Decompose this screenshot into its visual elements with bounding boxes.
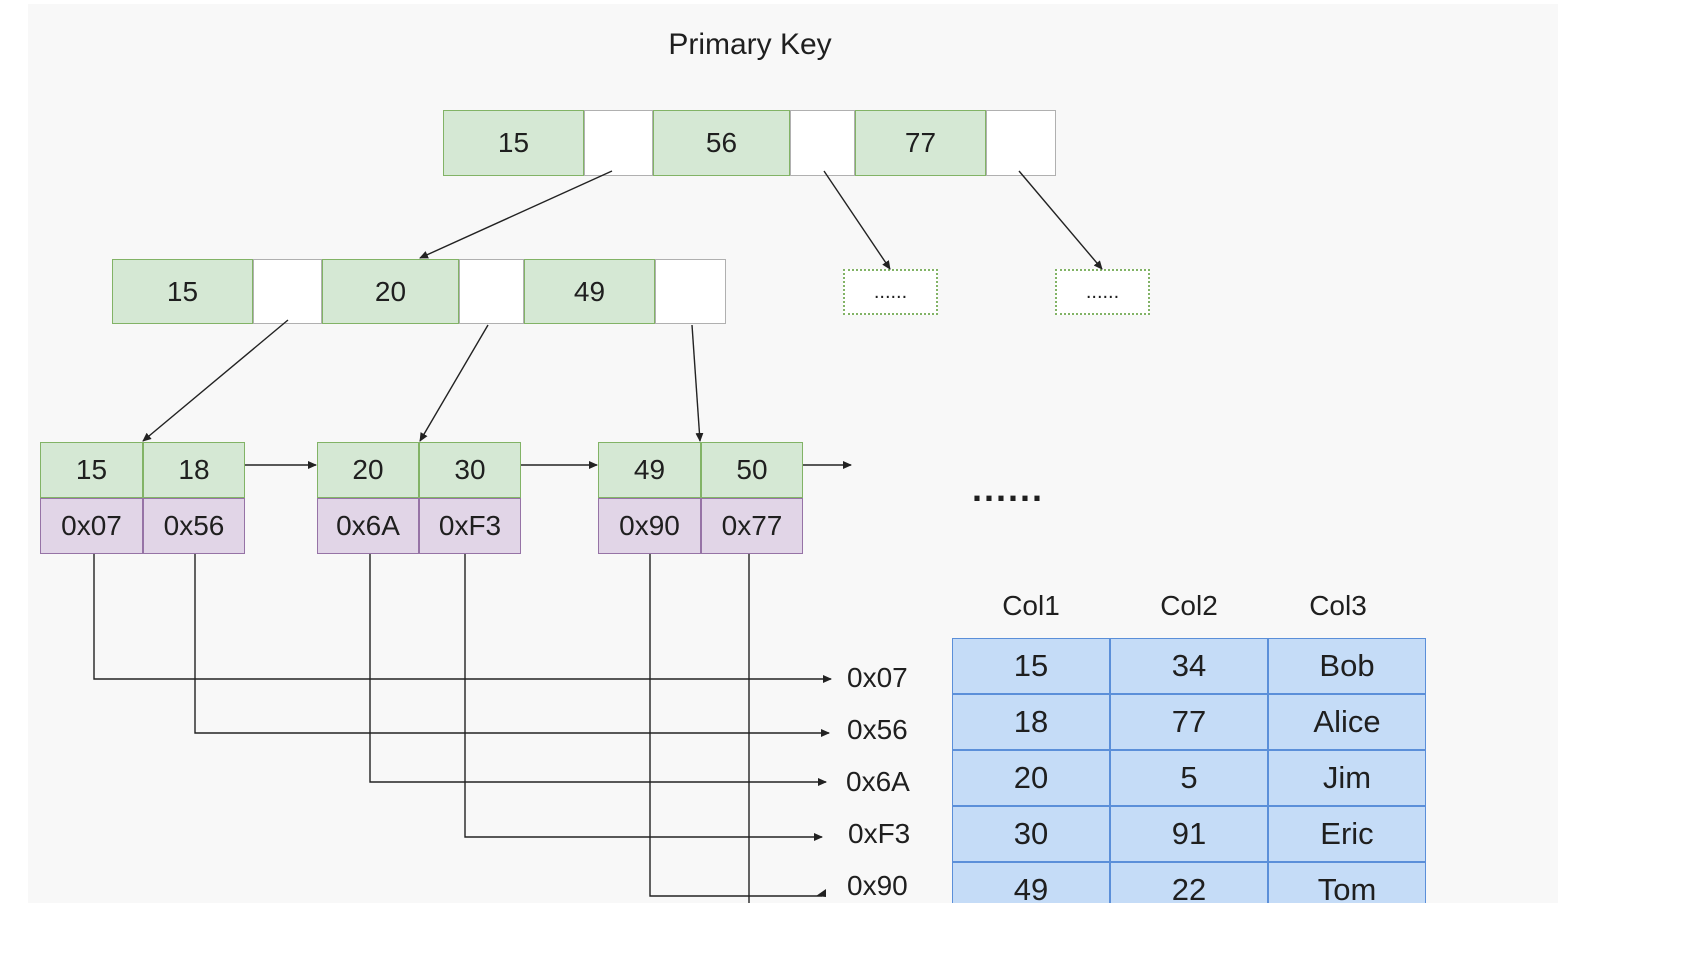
table-cell: 18 (952, 694, 1110, 750)
leaf-ellipsis: ...... (972, 468, 1045, 509)
internal-pointer (655, 259, 726, 324)
data-table: 15 34 Bob 18 77 Alice 20 5 Jim 30 91 Eri… (952, 638, 1426, 918)
table-cell: 20 (952, 750, 1110, 806)
leaf-node: 15 18 0x07 0x56 (40, 442, 245, 554)
table-column-header: Col1 (1002, 590, 1060, 621)
leaf-address: 0x6A (317, 498, 419, 554)
leaf-address: 0x90 (598, 498, 701, 554)
leaf-key: 15 (40, 442, 143, 498)
row-address-label: 0xF3 (848, 818, 911, 849)
leaf-address: 0x56 (143, 498, 245, 554)
leaf-address: 0x07 (40, 498, 143, 554)
table-column-header: Col2 (1160, 590, 1218, 621)
internal-node: 15 20 49 (112, 259, 726, 324)
root-key: 56 (653, 110, 790, 176)
root-pointer (584, 110, 653, 176)
root-pointer (790, 110, 855, 176)
table-row: 30 91 Eric (952, 806, 1426, 862)
placeholder-node: ...... (843, 269, 938, 315)
diagram-title: Primary Key (668, 28, 832, 61)
leaf-key: 50 (701, 442, 803, 498)
leaf-key: 20 (317, 442, 419, 498)
table-row: 18 77 Alice (952, 694, 1426, 750)
table-cell: 91 (1110, 806, 1268, 862)
table-cell: Bob (1268, 638, 1426, 694)
table-cell: Eric (1268, 806, 1426, 862)
table-cell: Alice (1268, 694, 1426, 750)
internal-key: 49 (524, 259, 655, 324)
leaf-address: 0xF3 (419, 498, 521, 554)
table-cell: Jim (1268, 750, 1426, 806)
table-column-header: Col3 (1309, 590, 1367, 621)
leaf-address: 0x77 (701, 498, 803, 554)
internal-key: 20 (322, 259, 459, 324)
root-node: 15 56 77 (443, 110, 1056, 176)
internal-pointer (253, 259, 322, 324)
table-cell: 30 (952, 806, 1110, 862)
table-row: 15 34 Bob (952, 638, 1426, 694)
table-cell: 15 (952, 638, 1110, 694)
internal-pointer (459, 259, 524, 324)
row-address-label: 0x07 (847, 662, 908, 693)
placeholder-node: ...... (1055, 269, 1150, 315)
row-address-label: 0x90 (847, 870, 908, 901)
leaf-node: 20 30 0x6A 0xF3 (317, 442, 521, 554)
leaf-key: 18 (143, 442, 245, 498)
row-address-label: 0x6A (846, 766, 910, 797)
leaf-key: 49 (598, 442, 701, 498)
root-pointer (986, 110, 1056, 176)
root-key: 15 (443, 110, 584, 176)
leaf-key: 30 (419, 442, 521, 498)
table-cell: 34 (1110, 638, 1268, 694)
row-address-label: 0x56 (847, 714, 908, 745)
internal-key: 15 (112, 259, 253, 324)
leaf-node: 49 50 0x90 0x77 (598, 442, 803, 554)
table-cell: 77 (1110, 694, 1268, 750)
table-row: 20 5 Jim (952, 750, 1426, 806)
table-cell: 5 (1110, 750, 1268, 806)
bottom-margin (0, 903, 1691, 974)
root-key: 77 (855, 110, 986, 176)
